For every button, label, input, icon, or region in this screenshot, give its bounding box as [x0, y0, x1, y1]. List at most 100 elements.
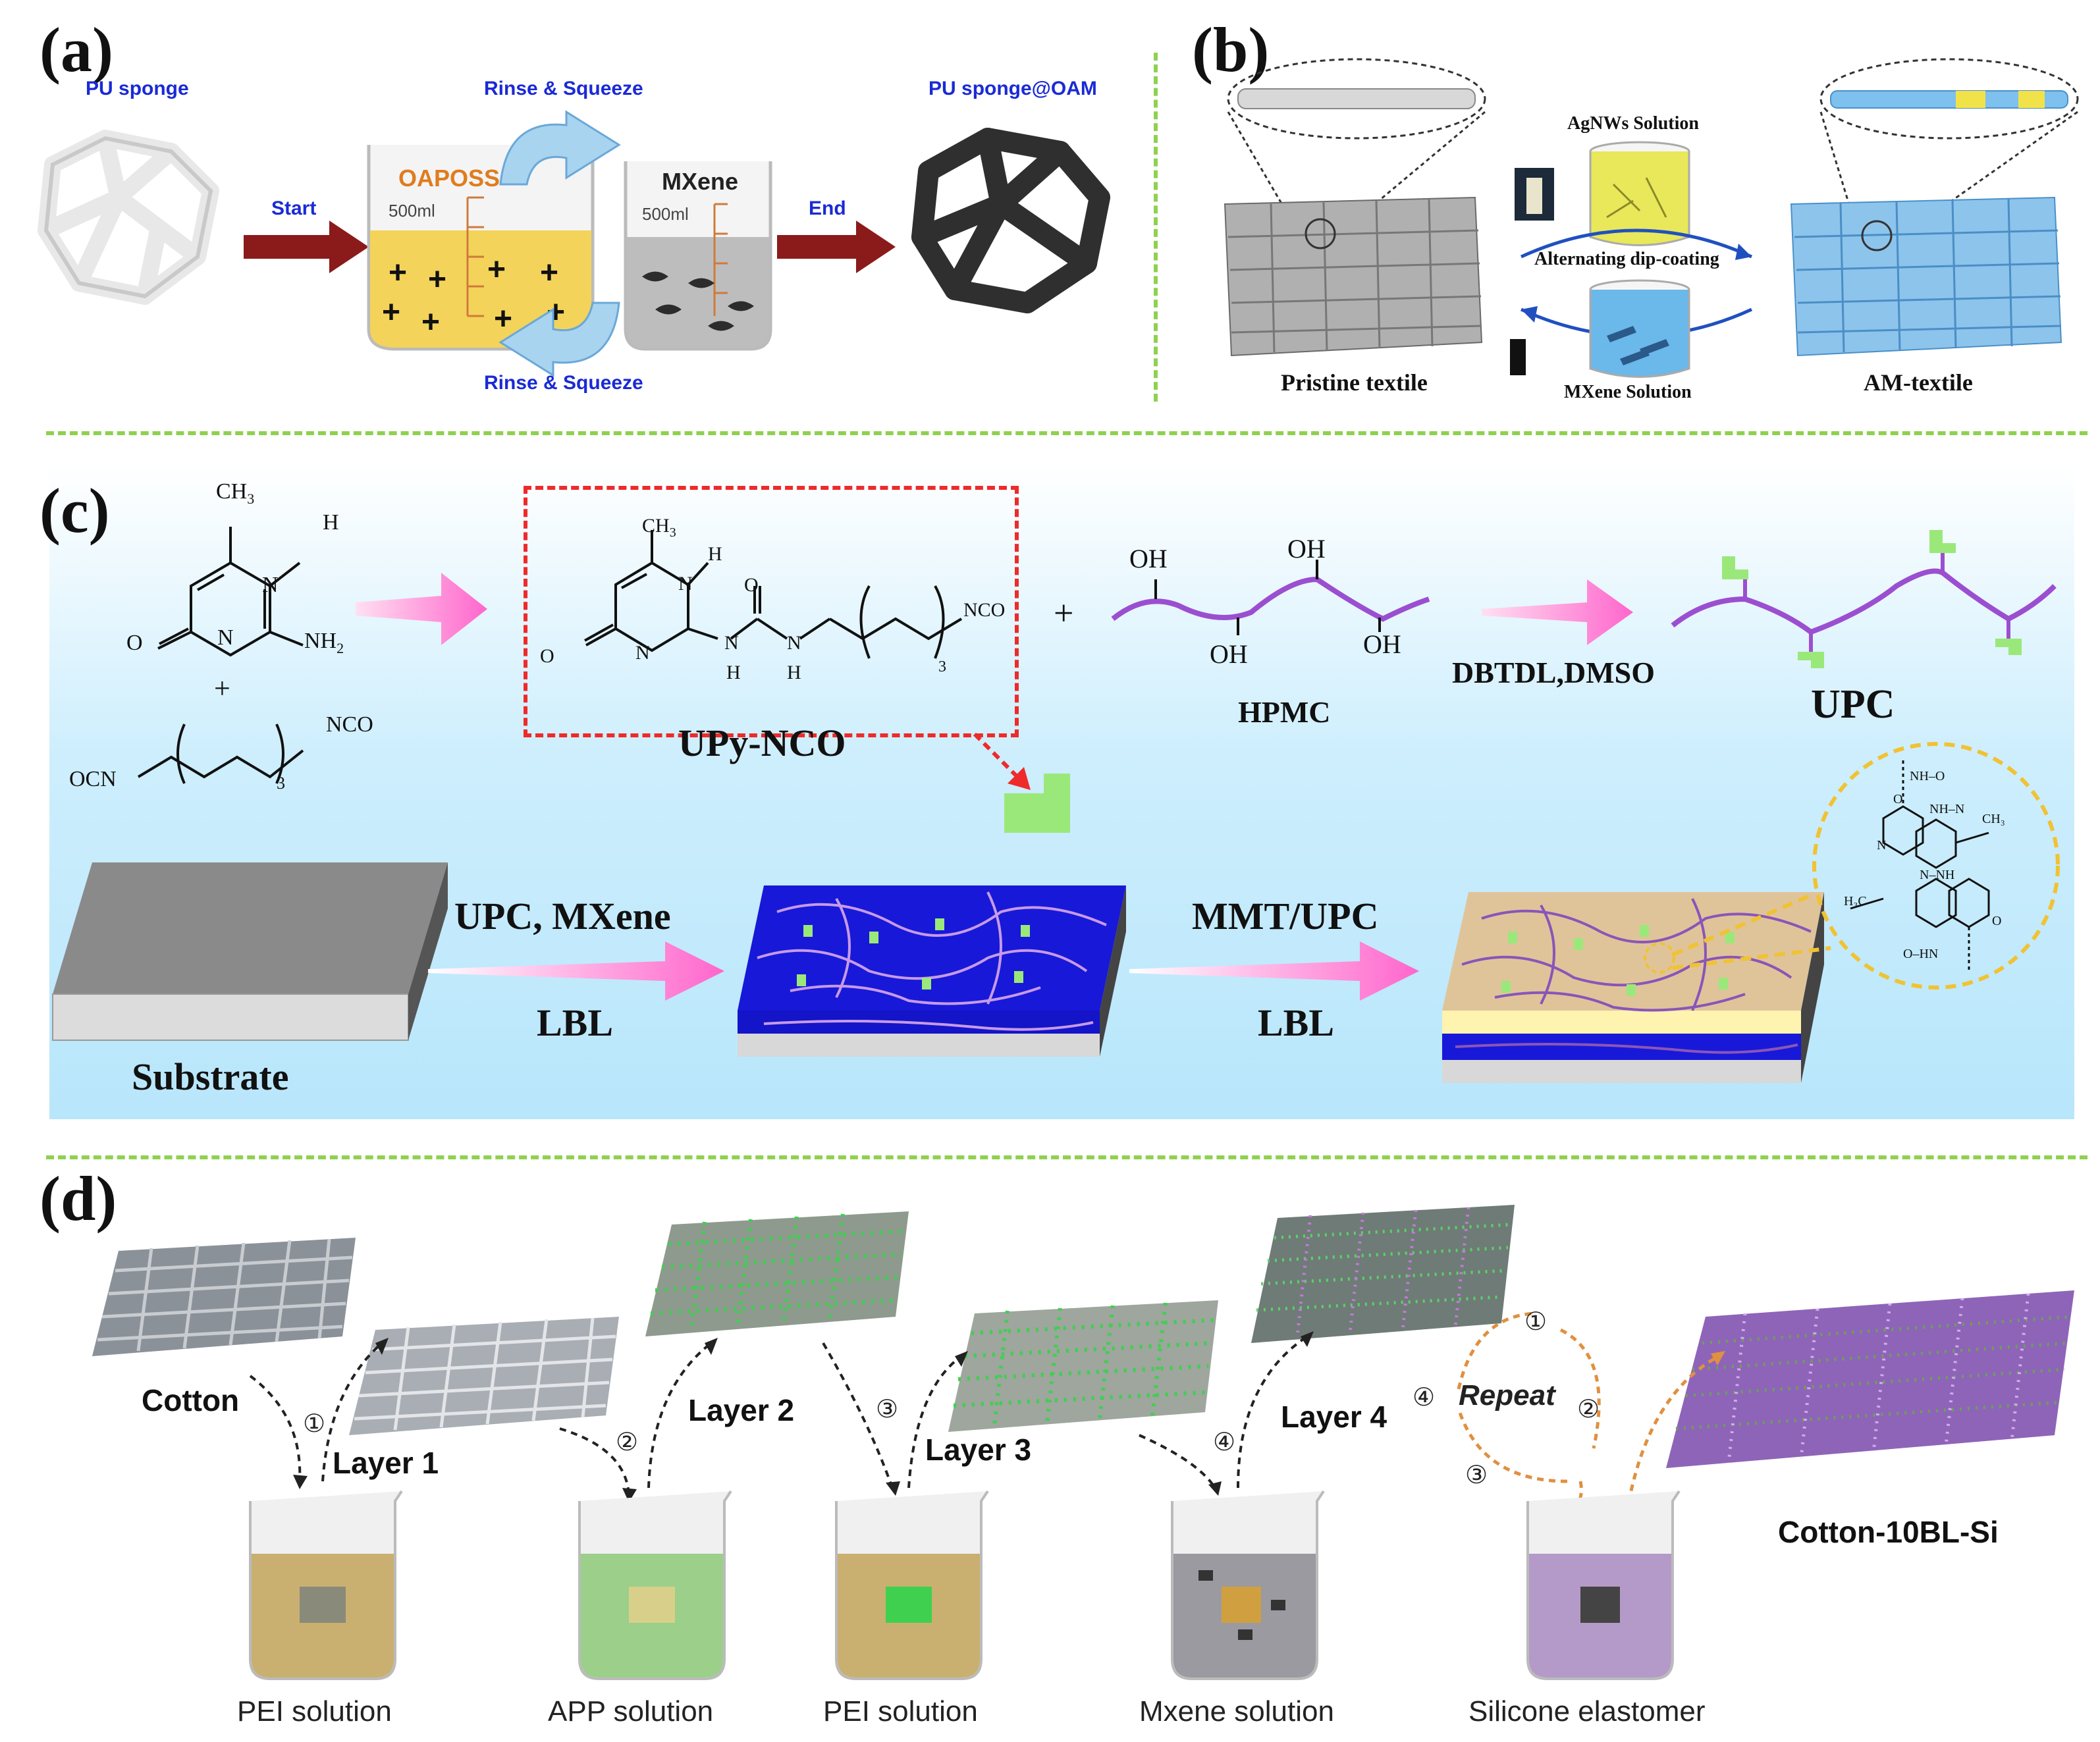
- mxene-beaker: [1589, 279, 1690, 378]
- nh2-label: NH2: [304, 629, 344, 656]
- layer-1-label: Layer 1: [333, 1446, 439, 1480]
- n-label-4: N: [635, 642, 650, 664]
- ch3-label-2: CH3: [642, 515, 676, 540]
- layer4-fabric-image: [1251, 1205, 1515, 1343]
- svg-text:+: +: [487, 252, 506, 287]
- h-label-1: H: [323, 510, 339, 535]
- step-4-marker-b: ④: [1413, 1384, 1436, 1412]
- oh-label-4: OH: [1363, 629, 1401, 659]
- rinse-top-label: Rinse & Squeeze: [484, 78, 643, 99]
- solution-label-silicone: Silicone elastomer: [1468, 1695, 1706, 1728]
- svg-text:+: +: [382, 295, 400, 330]
- upy-green-block-icon: [1004, 774, 1070, 833]
- oh-label-3: OH: [1287, 534, 1326, 564]
- upy-nco-box: [524, 486, 1019, 737]
- rinse-bottom-label: Rinse & Squeeze: [484, 372, 643, 394]
- svg-text:+: +: [421, 305, 440, 340]
- beaker2-volume: 500ml: [642, 204, 689, 224]
- cotton-fabric-image: [92, 1238, 356, 1356]
- pristine-textile-label: Pristine textile: [1281, 369, 1428, 396]
- diisocyanate-structure: [137, 724, 304, 784]
- step-2-marker-b: ②: [1577, 1396, 1600, 1423]
- h-label-3: H: [726, 662, 741, 683]
- layer2-fabric-image: [645, 1211, 909, 1336]
- subscript-3-label-2: 3: [938, 658, 946, 675]
- lbl-label-1: LBL: [537, 1001, 614, 1044]
- n-label-2: N: [217, 625, 234, 650]
- lbl-label-2: LBL: [1258, 1001, 1335, 1044]
- start-arrow: [244, 221, 369, 273]
- upc-chain: [1671, 530, 2057, 668]
- separator-ab: [1154, 53, 1158, 402]
- end-label: End: [809, 198, 846, 219]
- step-1-marker-a: ①: [303, 1410, 326, 1438]
- pu-sponge-label: PU sponge: [86, 78, 189, 99]
- am-textile-image: [1790, 58, 2079, 357]
- ch3-label-1: CH3: [216, 479, 255, 507]
- pu-sponge-oam-label: PU sponge@OAM: [929, 78, 1097, 99]
- pink-arrow-2: [1482, 579, 1633, 645]
- n-label-3: N: [678, 573, 693, 594]
- svg-text:CH₃: CH₃: [1982, 812, 2005, 826]
- pristine-textile-image: [1224, 58, 1486, 357]
- layer-3-label: Layer 3: [925, 1433, 1032, 1467]
- beaker2-title: MXene: [662, 168, 739, 195]
- nco-label-1: NCO: [326, 712, 373, 737]
- mxene-solution-label: MXene Solution: [1564, 382, 1692, 402]
- subscript-3-label-1: 3: [277, 774, 285, 793]
- n-label-5: N: [724, 632, 739, 654]
- dbtdl-dmso-label: DBTDL,DMSO: [1452, 656, 1655, 689]
- plus-sign-2: +: [1054, 593, 1074, 633]
- mxene-beaker-d: [1171, 1490, 1325, 1680]
- o-label-2: O: [744, 574, 759, 596]
- step-2-marker-a: ②: [616, 1429, 639, 1456]
- zoom-connector: [1671, 893, 1831, 970]
- end-arrow: [777, 221, 896, 273]
- beaker-oaposs: +++ +++ ++: [367, 145, 595, 351]
- step-3-marker-b: ③: [1465, 1462, 1488, 1489]
- o-label-3: O: [540, 645, 554, 667]
- pink-arrow-1: [356, 573, 487, 645]
- n-label-6: N: [787, 632, 801, 654]
- separator-top: [46, 431, 2087, 435]
- svg-text:+: +: [389, 255, 407, 290]
- svg-text:NH–O: NH–O: [1910, 769, 1945, 783]
- solution-label-app: APP solution: [548, 1695, 714, 1728]
- beaker1-title: OAPOSS: [398, 165, 500, 192]
- h-label-4: H: [787, 662, 801, 683]
- red-dashed-arrow: [973, 732, 1031, 790]
- beaker-mxene: [624, 161, 772, 351]
- silicone-beaker: [1526, 1490, 1681, 1680]
- beaker1-volume: 500ml: [389, 201, 435, 221]
- upc-mxene-label: UPC, MXene: [454, 895, 671, 937]
- layer-4-label: Layer 4: [1281, 1400, 1387, 1434]
- pu-sponge-icon: [38, 130, 219, 305]
- coated-sponge-icon: [911, 128, 1110, 313]
- vial-small-mxene: [1498, 329, 1538, 382]
- solution-label-pei-1: PEI solution: [237, 1695, 392, 1728]
- svg-text:+: +: [428, 262, 446, 297]
- pink-arrow-3: [428, 941, 724, 1001]
- panel-c-label: (c): [40, 475, 110, 546]
- hpmc-label: HPMC: [1238, 695, 1331, 729]
- cotton-label: Cotton: [142, 1383, 240, 1417]
- plus-sign-1: +: [214, 672, 230, 704]
- cotton-10bl-si-label: Cotton-10BL-Si: [1778, 1515, 1999, 1549]
- repeat-label: Repeat: [1459, 1379, 1555, 1412]
- oh-label-2: OH: [1210, 639, 1248, 669]
- separator-middle: [46, 1155, 2087, 1159]
- step-1-marker-b: ①: [1524, 1308, 1548, 1336]
- substrate-label: Substrate: [132, 1055, 289, 1098]
- mxene-layer-block: [738, 885, 1126, 1057]
- svg-text:NH–N: NH–N: [1929, 802, 1964, 816]
- oh-label-1: OH: [1129, 544, 1168, 573]
- svg-text:+: +: [540, 255, 558, 290]
- nco-label-2: NCO: [963, 599, 1006, 621]
- layer3-fabric-image: [948, 1300, 1218, 1432]
- alternating-label: Alternating dip-coating: [1534, 249, 1719, 269]
- svg-text:H₃C: H₃C: [1844, 894, 1867, 909]
- svg-text:O–HN: O–HN: [1903, 947, 1938, 961]
- step-4-marker-a: ④: [1213, 1429, 1236, 1456]
- svg-text:N–NH: N–NH: [1920, 868, 1954, 882]
